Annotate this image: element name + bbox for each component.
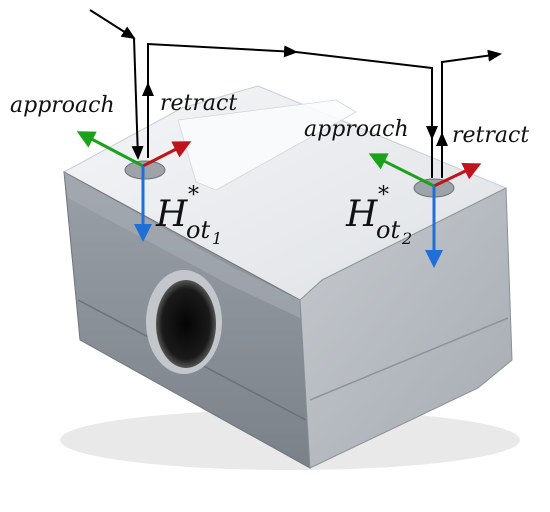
frame-2-x-axis [433, 163, 482, 188]
approach-label-2: approach [304, 117, 409, 142]
frame-1-axes [76, 131, 192, 242]
frame-1-x-axis [142, 141, 192, 168]
frame-2-index: 2 [401, 229, 412, 248]
block-side-face [299, 187, 513, 469]
path-transfer-1 [147, 42, 298, 84]
path-approach-1 [131, 37, 144, 160]
frame-2-label: H * ot 2 [345, 183, 412, 248]
frame-2-subscript: ot [376, 216, 400, 244]
frame-2-symbol: H [345, 194, 378, 235]
frame-2-y-axis [368, 153, 435, 188]
tool-path [89, 9, 502, 178]
retract-label-1: retract [160, 91, 237, 116]
frame-1-subscript: ot [186, 216, 210, 244]
hole-spot-1 [124, 160, 166, 180]
frame-1-y-axis [76, 131, 144, 168]
path-exit-arrow [441, 49, 502, 134]
workpiece-block [60, 85, 520, 470]
retract-label-2: retract [452, 123, 529, 148]
frame-2-axes [368, 153, 482, 268]
front-step [64, 172, 300, 318]
side-edge-line [309, 317, 509, 401]
path-approach-2 [295, 51, 438, 140]
frame-1-label: H * ot 1 [155, 183, 222, 248]
approach-label-1: approach [10, 93, 115, 118]
hole [156, 280, 216, 368]
frame-1-symbol: H [155, 194, 188, 235]
frame-1-index: 1 [212, 229, 222, 248]
top-groove [177, 99, 357, 191]
path-entry-arrow [89, 9, 136, 40]
frame-2-superscript: * [378, 183, 389, 208]
frame-1-superscript: * [188, 183, 199, 208]
